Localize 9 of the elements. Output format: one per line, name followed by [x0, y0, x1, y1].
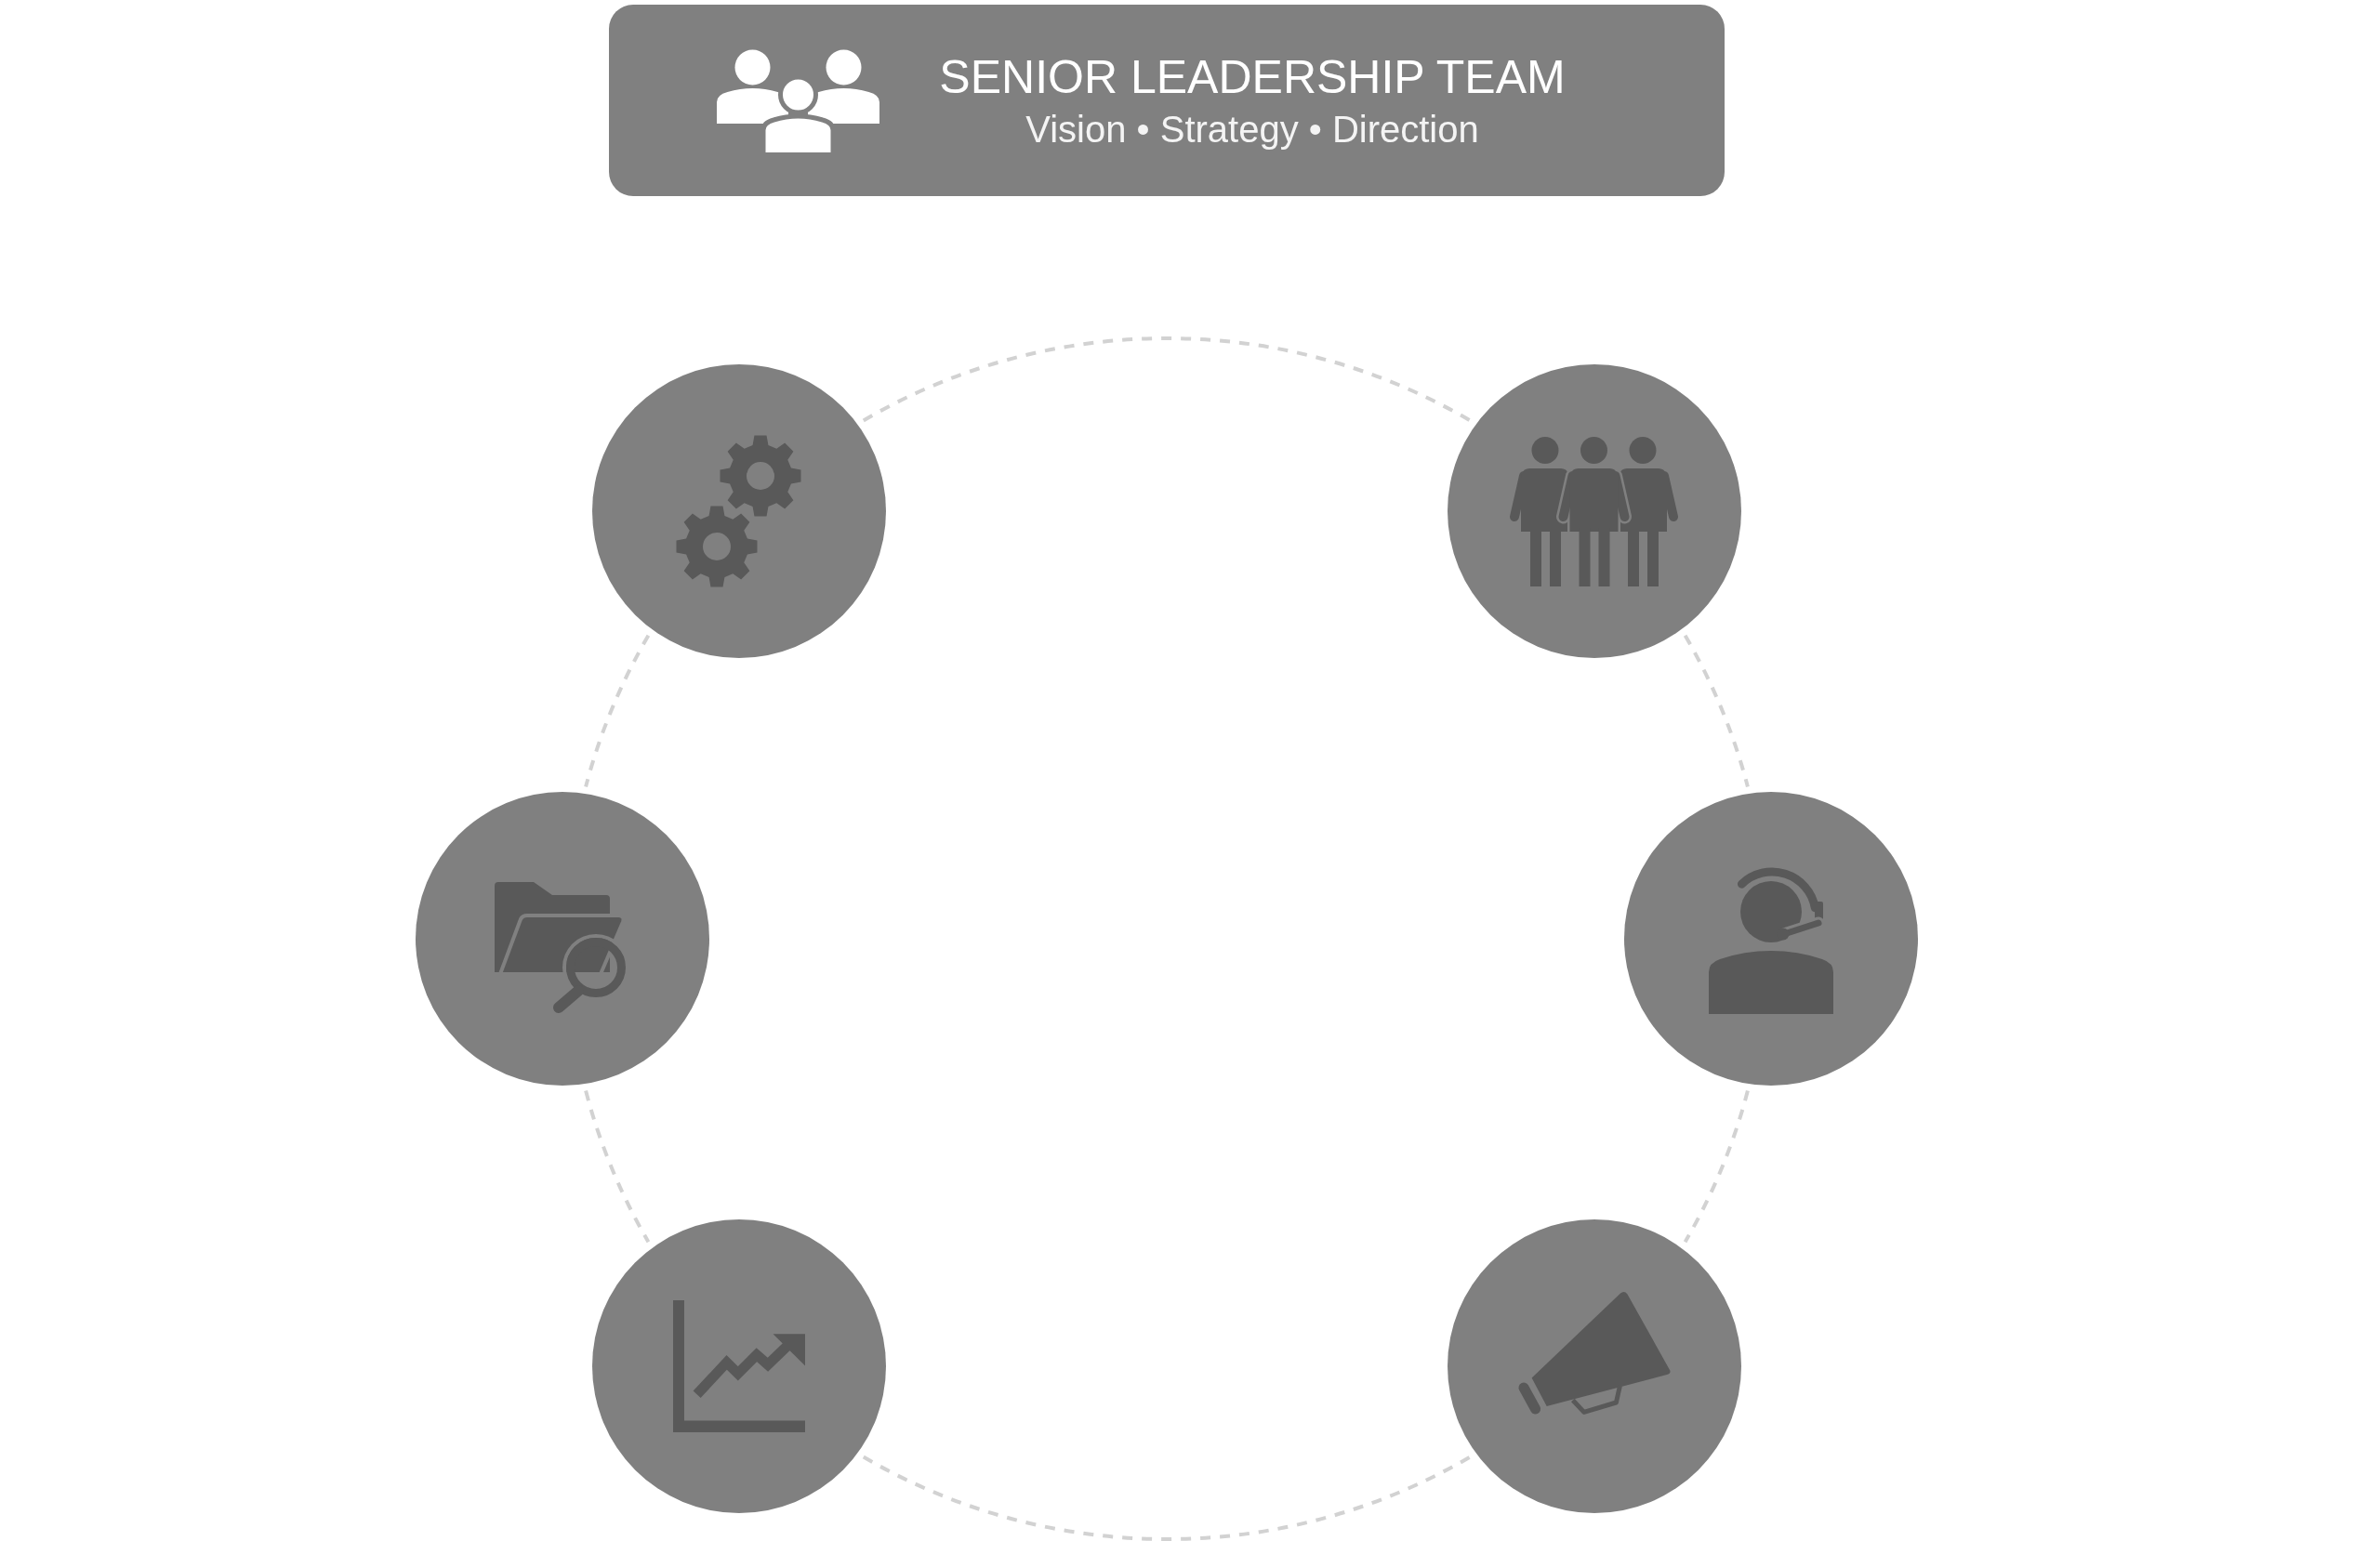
- dashed-connector: [862, 1455, 1472, 1540]
- dashed-connector: [1683, 1090, 1750, 1244]
- dashed-connector: [862, 337, 1472, 423]
- dashed-connector: [584, 1090, 651, 1244]
- banner-title: SENIOR LEADERSHIP TEAM: [939, 50, 1566, 105]
- dashed-connector: [584, 634, 651, 787]
- dashed-connector: [1683, 634, 1750, 787]
- banner-subtitle: Vision • Strategy • Direction: [1025, 108, 1479, 151]
- header-banner: [609, 5, 1725, 196]
